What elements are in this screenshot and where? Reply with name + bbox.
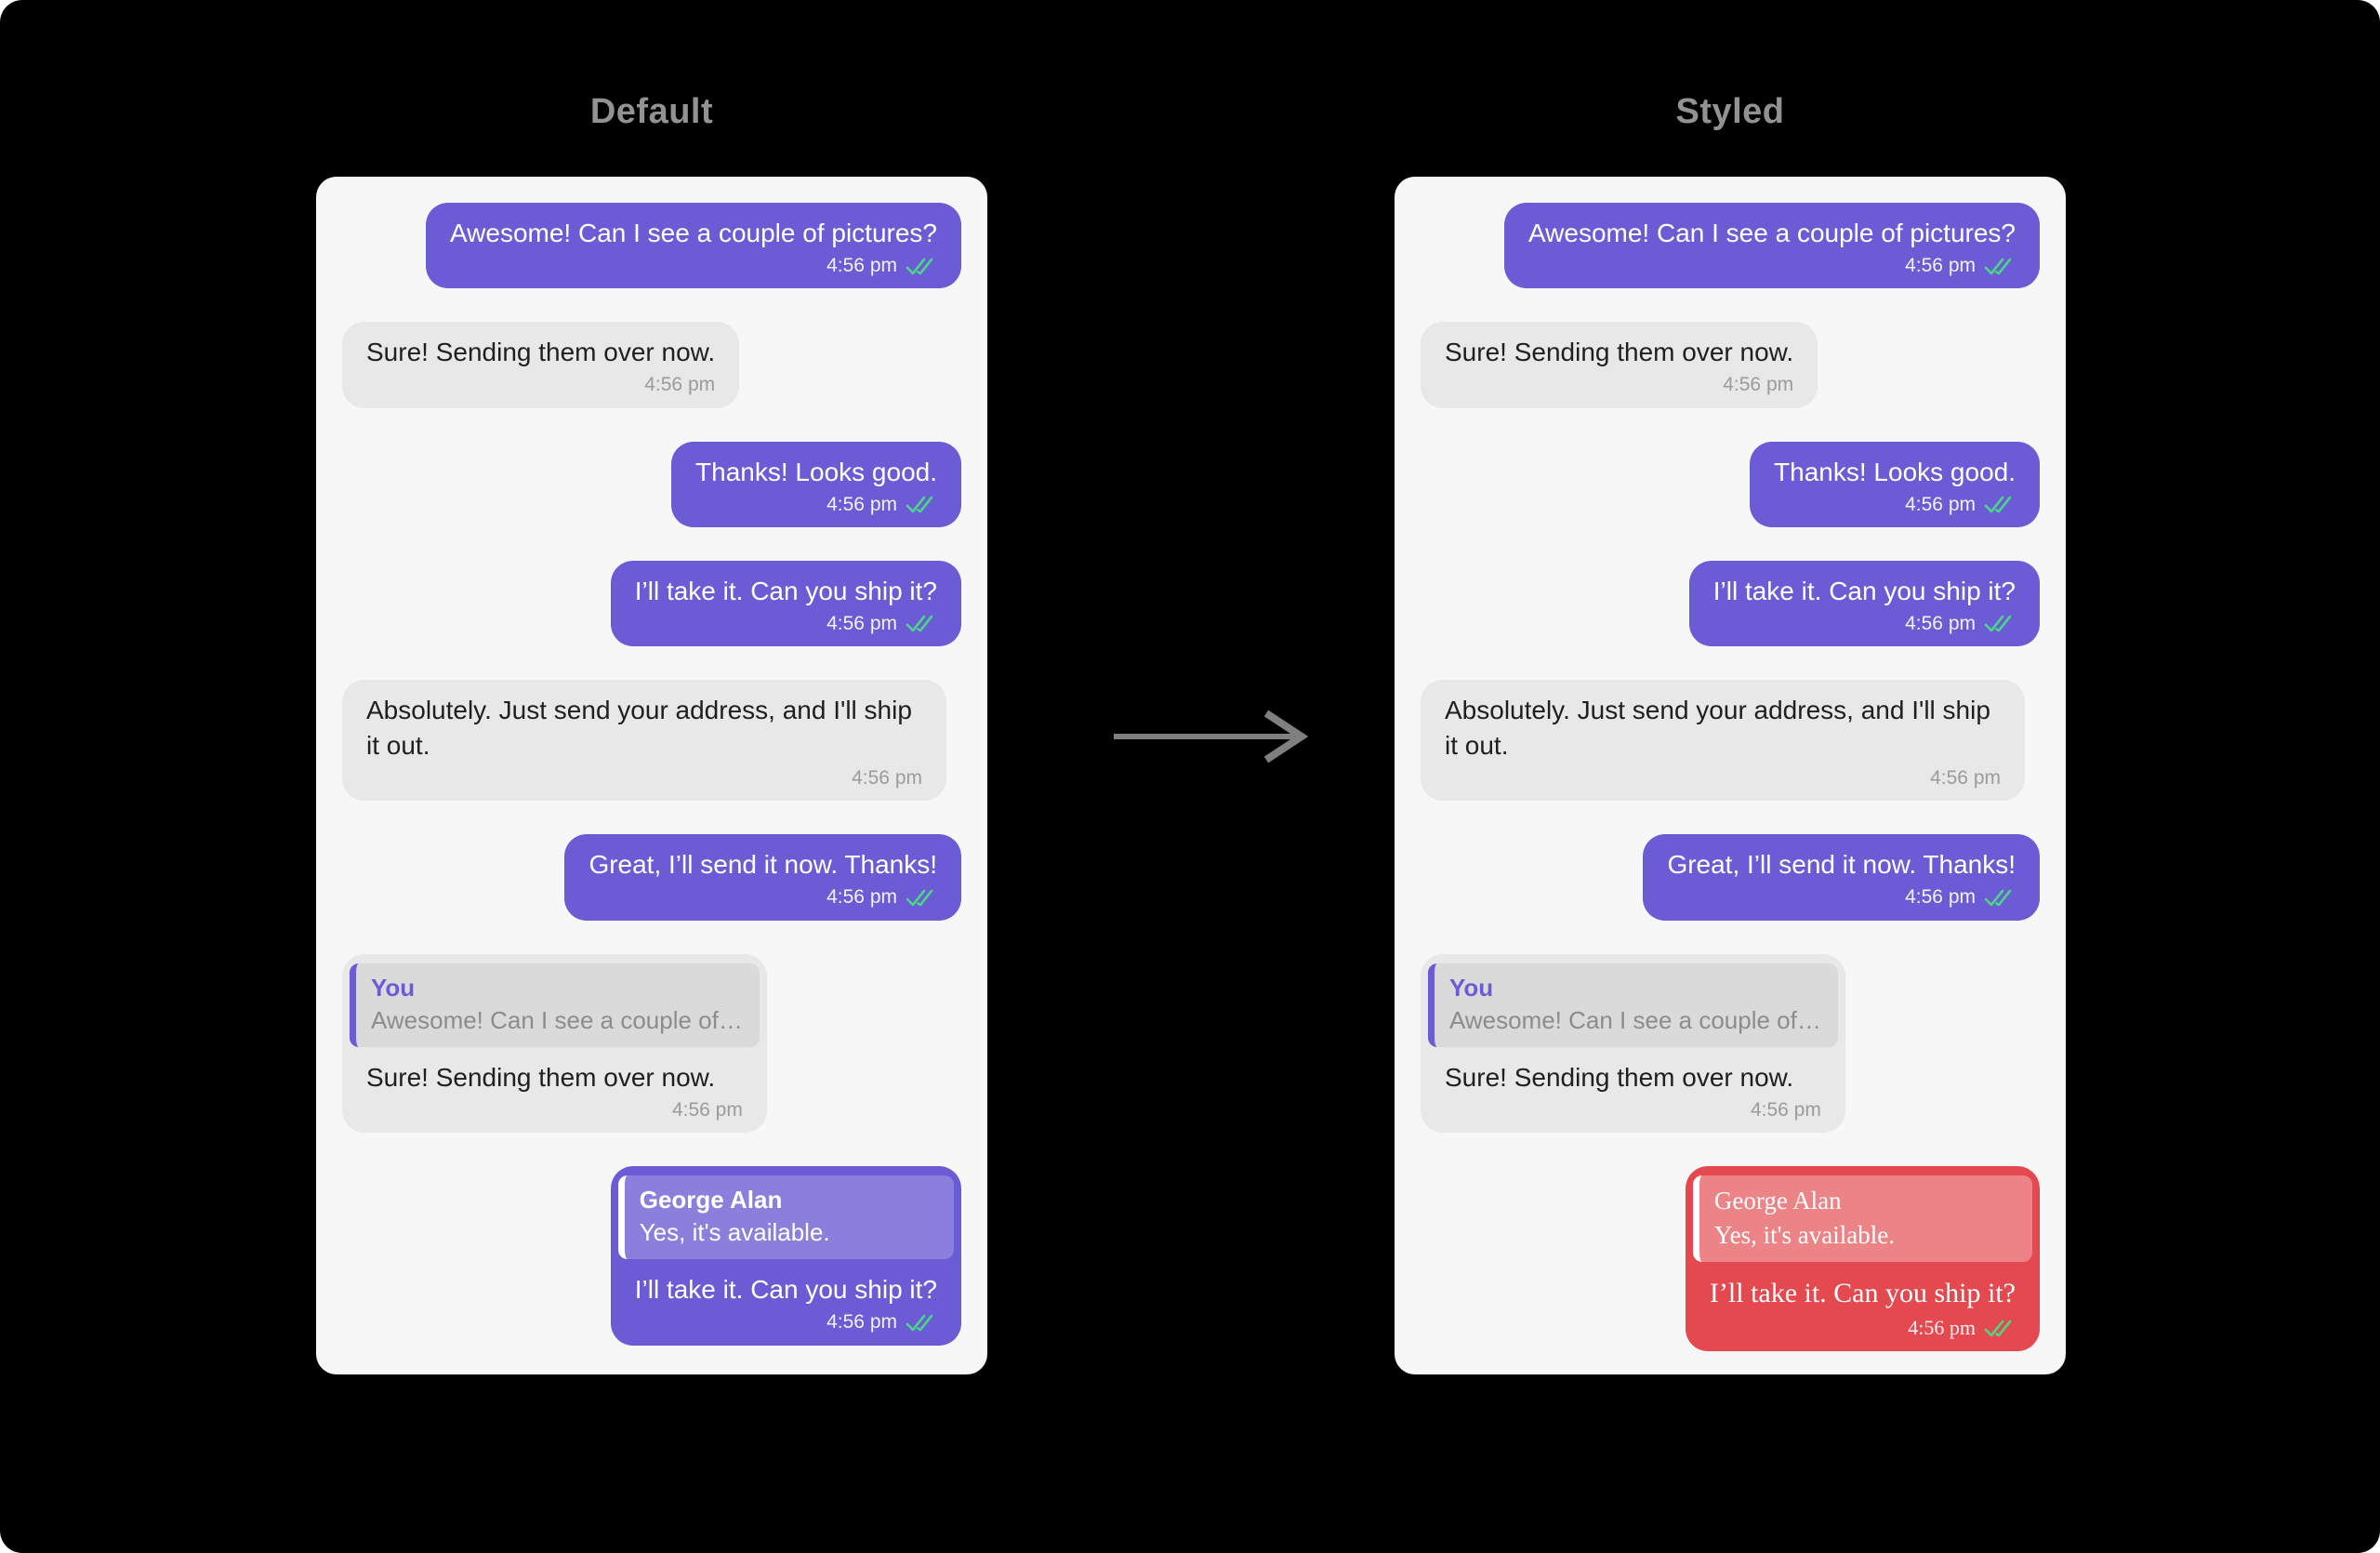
message-meta: 4:56 pm	[1445, 766, 2001, 790]
message-text: Absolutely. Just send your address, and …	[1445, 696, 1990, 761]
message-meta: 4:56 pm	[635, 1310, 937, 1334]
message-time: 4:56 pm	[644, 374, 716, 396]
message-time: 4:56 pm	[1750, 1098, 1821, 1121]
quote-author: George Alan	[639, 1186, 783, 1215]
message-meta: 4:56 pm	[366, 373, 715, 396]
chat-panel-default: Awesome! Can I see a couple of pictures?…	[316, 177, 987, 1374]
message-meta: 4:56 pm	[635, 612, 937, 635]
message-text: Sure! Sending them over now.	[366, 338, 716, 367]
message-text: Sure! Sending them over now.	[1445, 338, 1794, 367]
quoted-reply[interactable]: You Awesome! Can I see a couple of…	[1428, 962, 1838, 1047]
double-check-icon	[1984, 886, 2016, 909]
message-meta: 4:56 pm	[1713, 612, 2016, 635]
message-meta: 4:56 pm	[366, 766, 922, 790]
message-meta: 4:56 pm	[695, 493, 937, 516]
message-bubble-sent[interactable]: Thanks! Looks good. 4:56 pm	[671, 441, 961, 527]
message-meta: 4:56 pm	[1445, 373, 1793, 396]
message-bubble-sent[interactable]: I’ll take it. Can you ship it? 4:56 pm	[610, 560, 961, 647]
message-time: 4:56 pm	[826, 612, 897, 634]
quote-author: You	[371, 973, 416, 1002]
message-text: Sure! Sending them over now.	[366, 1062, 716, 1092]
quote-text: Awesome! Can I see a couple of…	[1449, 1005, 1821, 1034]
message-bubble-received-with-quote[interactable]: You Awesome! Can I see a couple of… Sure…	[342, 953, 767, 1134]
message-meta: 4:56 pm	[366, 1098, 743, 1122]
quoted-reply[interactable]: George Alan Yes, it's available.	[1692, 1175, 2032, 1262]
message-text: Absolutely. Just send your address, and …	[366, 696, 912, 761]
message-text: Great, I’ll send it now. Thanks!	[1667, 850, 2016, 880]
chat-panel-styled: Awesome! Can I see a couple of pictures?…	[1395, 177, 2066, 1374]
message-time: 4:56 pm	[1905, 612, 1976, 634]
message-time: 4:56 pm	[1905, 255, 1976, 277]
quote-text: Yes, it's available.	[639, 1218, 830, 1247]
message-time: 4:56 pm	[1930, 767, 2001, 790]
message-bubble-sent[interactable]: Great, I’ll send it now. Thanks! 4:56 pm	[1643, 834, 2040, 921]
message-time: 4:56 pm	[1723, 374, 1794, 396]
message-bubble-sent[interactable]: Thanks! Looks good. 4:56 pm	[1750, 441, 2040, 527]
message-bubble-received[interactable]: Sure! Sending them over now. 4:56 pm	[1421, 322, 1818, 408]
message-text: Sure! Sending them over now.	[1445, 1062, 1794, 1092]
message-meta: 4:56 pm	[588, 885, 937, 909]
double-check-icon	[906, 612, 937, 634]
double-check-icon	[906, 886, 937, 909]
message-bubble-received-with-quote[interactable]: You Awesome! Can I see a couple of… Sure…	[1421, 953, 1845, 1134]
message-meta: 4:56 pm	[450, 254, 937, 277]
double-check-icon	[906, 255, 937, 277]
message-time: 4:56 pm	[1905, 886, 1976, 909]
double-check-icon	[1984, 493, 2016, 515]
message-time: 4:56 pm	[852, 767, 922, 790]
quoted-reply[interactable]: You Awesome! Can I see a couple of…	[350, 962, 760, 1047]
message-meta: 4:56 pm	[1445, 1098, 1821, 1122]
double-check-icon	[906, 1311, 937, 1334]
message-text: I’ll take it. Can you ship it?	[634, 1275, 937, 1305]
message-time: 4:56 pm	[826, 1311, 897, 1334]
message-bubble-sent[interactable]: Awesome! Can I see a couple of pictures?…	[1503, 203, 2040, 289]
message-time: 4:56 pm	[826, 493, 897, 515]
panel-title-default: Default	[589, 92, 714, 131]
quote-author: George Alan	[1713, 1187, 1842, 1215]
message-text: Thanks! Looks good.	[695, 457, 937, 486]
right-arrow-icon	[1112, 710, 1316, 770]
message-meta: 4:56 pm	[1667, 885, 2016, 909]
message-bubble-sent[interactable]: I’ll take it. Can you ship it? 4:56 pm	[1688, 560, 2040, 647]
quote-text: Awesome! Can I see a couple of…	[371, 1005, 743, 1034]
message-text: Thanks! Looks good.	[1774, 457, 2016, 486]
double-check-icon	[906, 493, 937, 515]
double-check-icon	[1984, 1317, 2016, 1339]
message-text: Awesome! Can I see a couple of pictures?	[1527, 219, 2016, 247]
message-text: Great, I’ll send it now. Thanks!	[588, 850, 937, 880]
quoted-reply[interactable]: George Alan Yes, it's available.	[617, 1175, 954, 1260]
message-meta: 4:56 pm	[1774, 493, 2016, 516]
message-text: I’ll take it. Can you ship it?	[1709, 1278, 2016, 1308]
message-text: Awesome! Can I see a couple of pictures?	[449, 219, 937, 247]
message-bubble-sent-with-quote[interactable]: George Alan Yes, it's available. I’ll ta…	[610, 1166, 961, 1346]
message-bubble-received[interactable]: Absolutely. Just send your address, and …	[342, 680, 946, 802]
transform-arrow	[1112, 707, 1316, 766]
message-time: 4:56 pm	[826, 255, 897, 277]
message-time: 4:56 pm	[826, 886, 897, 909]
message-time: 4:56 pm	[1908, 1315, 1976, 1339]
message-bubble-sent[interactable]: Awesome! Can I see a couple of pictures?…	[425, 203, 961, 289]
message-text: I’ll take it. Can you ship it?	[634, 576, 937, 605]
default-column: Default Awesome! Can I see a couple of p…	[316, 89, 987, 1374]
message-time: 4:56 pm	[1905, 493, 1976, 515]
message-bubble-received[interactable]: Absolutely. Just send your address, and …	[1421, 680, 2025, 802]
panel-title-styled: Styled	[1675, 92, 1785, 131]
message-meta: 4:56 pm	[1528, 254, 2016, 277]
double-check-icon	[1984, 612, 2016, 634]
message-bubble-sent[interactable]: Great, I’ll send it now. Thanks! 4:56 pm	[564, 834, 961, 921]
quote-text: Yes, it's available.	[1713, 1220, 1895, 1249]
double-check-icon	[1984, 255, 2016, 277]
message-time: 4:56 pm	[671, 1098, 743, 1121]
message-bubble-received[interactable]: Sure! Sending them over now. 4:56 pm	[342, 322, 740, 408]
styled-column: Styled Awesome! Can I see a couple of pi…	[1395, 89, 2066, 1374]
message-meta: 4:56 pm	[1710, 1316, 2016, 1340]
message-bubble-sent-styled-red[interactable]: George Alan Yes, it's available. I’ll ta…	[1685, 1166, 2040, 1352]
message-text: I’ll take it. Can you ship it?	[1712, 576, 2016, 605]
quote-author: You	[1449, 973, 1494, 1002]
